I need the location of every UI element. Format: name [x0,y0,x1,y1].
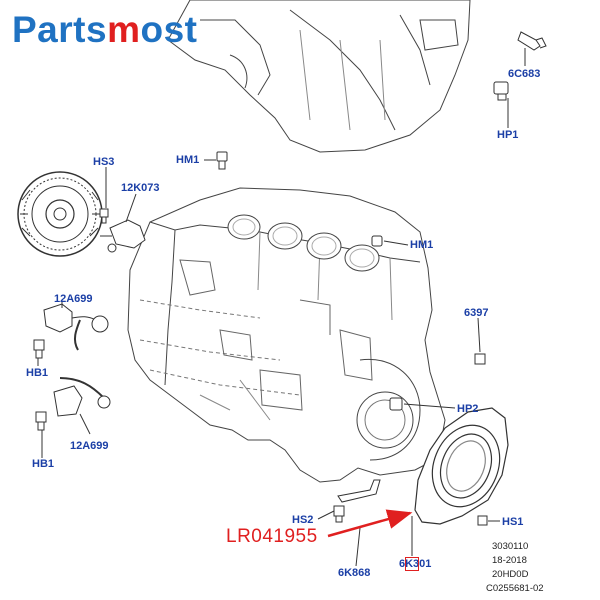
bolt-6397-icon [474,353,486,365]
part-number-arrow [327,509,413,538]
callout-12k073: 12K073 [121,182,160,194]
plug-hp2-icon [389,397,403,411]
crank-pulley-icon [17,171,103,257]
callout-hp2: HP2 [457,403,479,415]
upper-engine-block [167,0,471,153]
callout-hb1-bottom: HB1 [32,458,55,470]
bolt-hb1-top-icon [33,339,45,359]
bolt-hm1-mid-icon [371,235,383,247]
bolt-hb1-bottom-icon [35,411,47,431]
callout-6k868: 6K868 [338,567,371,579]
logo-text-parts: Parts [12,9,108,50]
logo-text-ost: ost [140,9,198,50]
sensor-6c683-icon [517,31,547,51]
rear-seal-retainer-icon [414,407,509,525]
callout-12a699-top: 12A699 [54,293,93,305]
callout-6397: 6397 [464,307,489,319]
part-number-label: LR041955 [226,526,318,547]
callout-hs3: HS3 [93,156,115,168]
bolt-hm1-top-icon [216,151,228,170]
diagram-code-1: 3030110 [492,541,529,552]
callout-6c683: 6C683 [508,68,541,80]
callout-hs2: HS2 [292,514,314,526]
diagram-code-4: C0255681-02 [486,583,544,594]
callout-hb1-top: HB1 [26,367,49,379]
logo-text-m: m [107,9,141,50]
callout-hp1: HP1 [497,129,519,141]
sensor-12k073-icon [100,219,146,253]
harness-12a699-bottom-icon [53,377,111,417]
main-engine-block [127,187,446,483]
callout-6k301: 6K301 [399,558,432,570]
partsmost-logo: Partsmost [12,8,197,52]
sensor-6k868-icon [333,479,381,523]
bolt-hs3-icon [99,208,109,224]
bolt-hs1-icon [477,515,488,526]
sensor-12a699-top-icon [43,303,109,351]
highlight-box [405,557,419,571]
diagram-code-3: 20HD0D [492,569,529,580]
diagram-code-2: 18-2018 [492,555,527,566]
callout-hs1: HS1 [502,516,524,528]
callout-12a699-bottom: 12A699 [70,440,109,452]
callout-hm1-mid: HM1 [410,239,434,251]
plug-hp1-icon [493,81,509,101]
leader-lines [37,48,526,567]
callout-hm1-top: HM1 [176,154,200,166]
